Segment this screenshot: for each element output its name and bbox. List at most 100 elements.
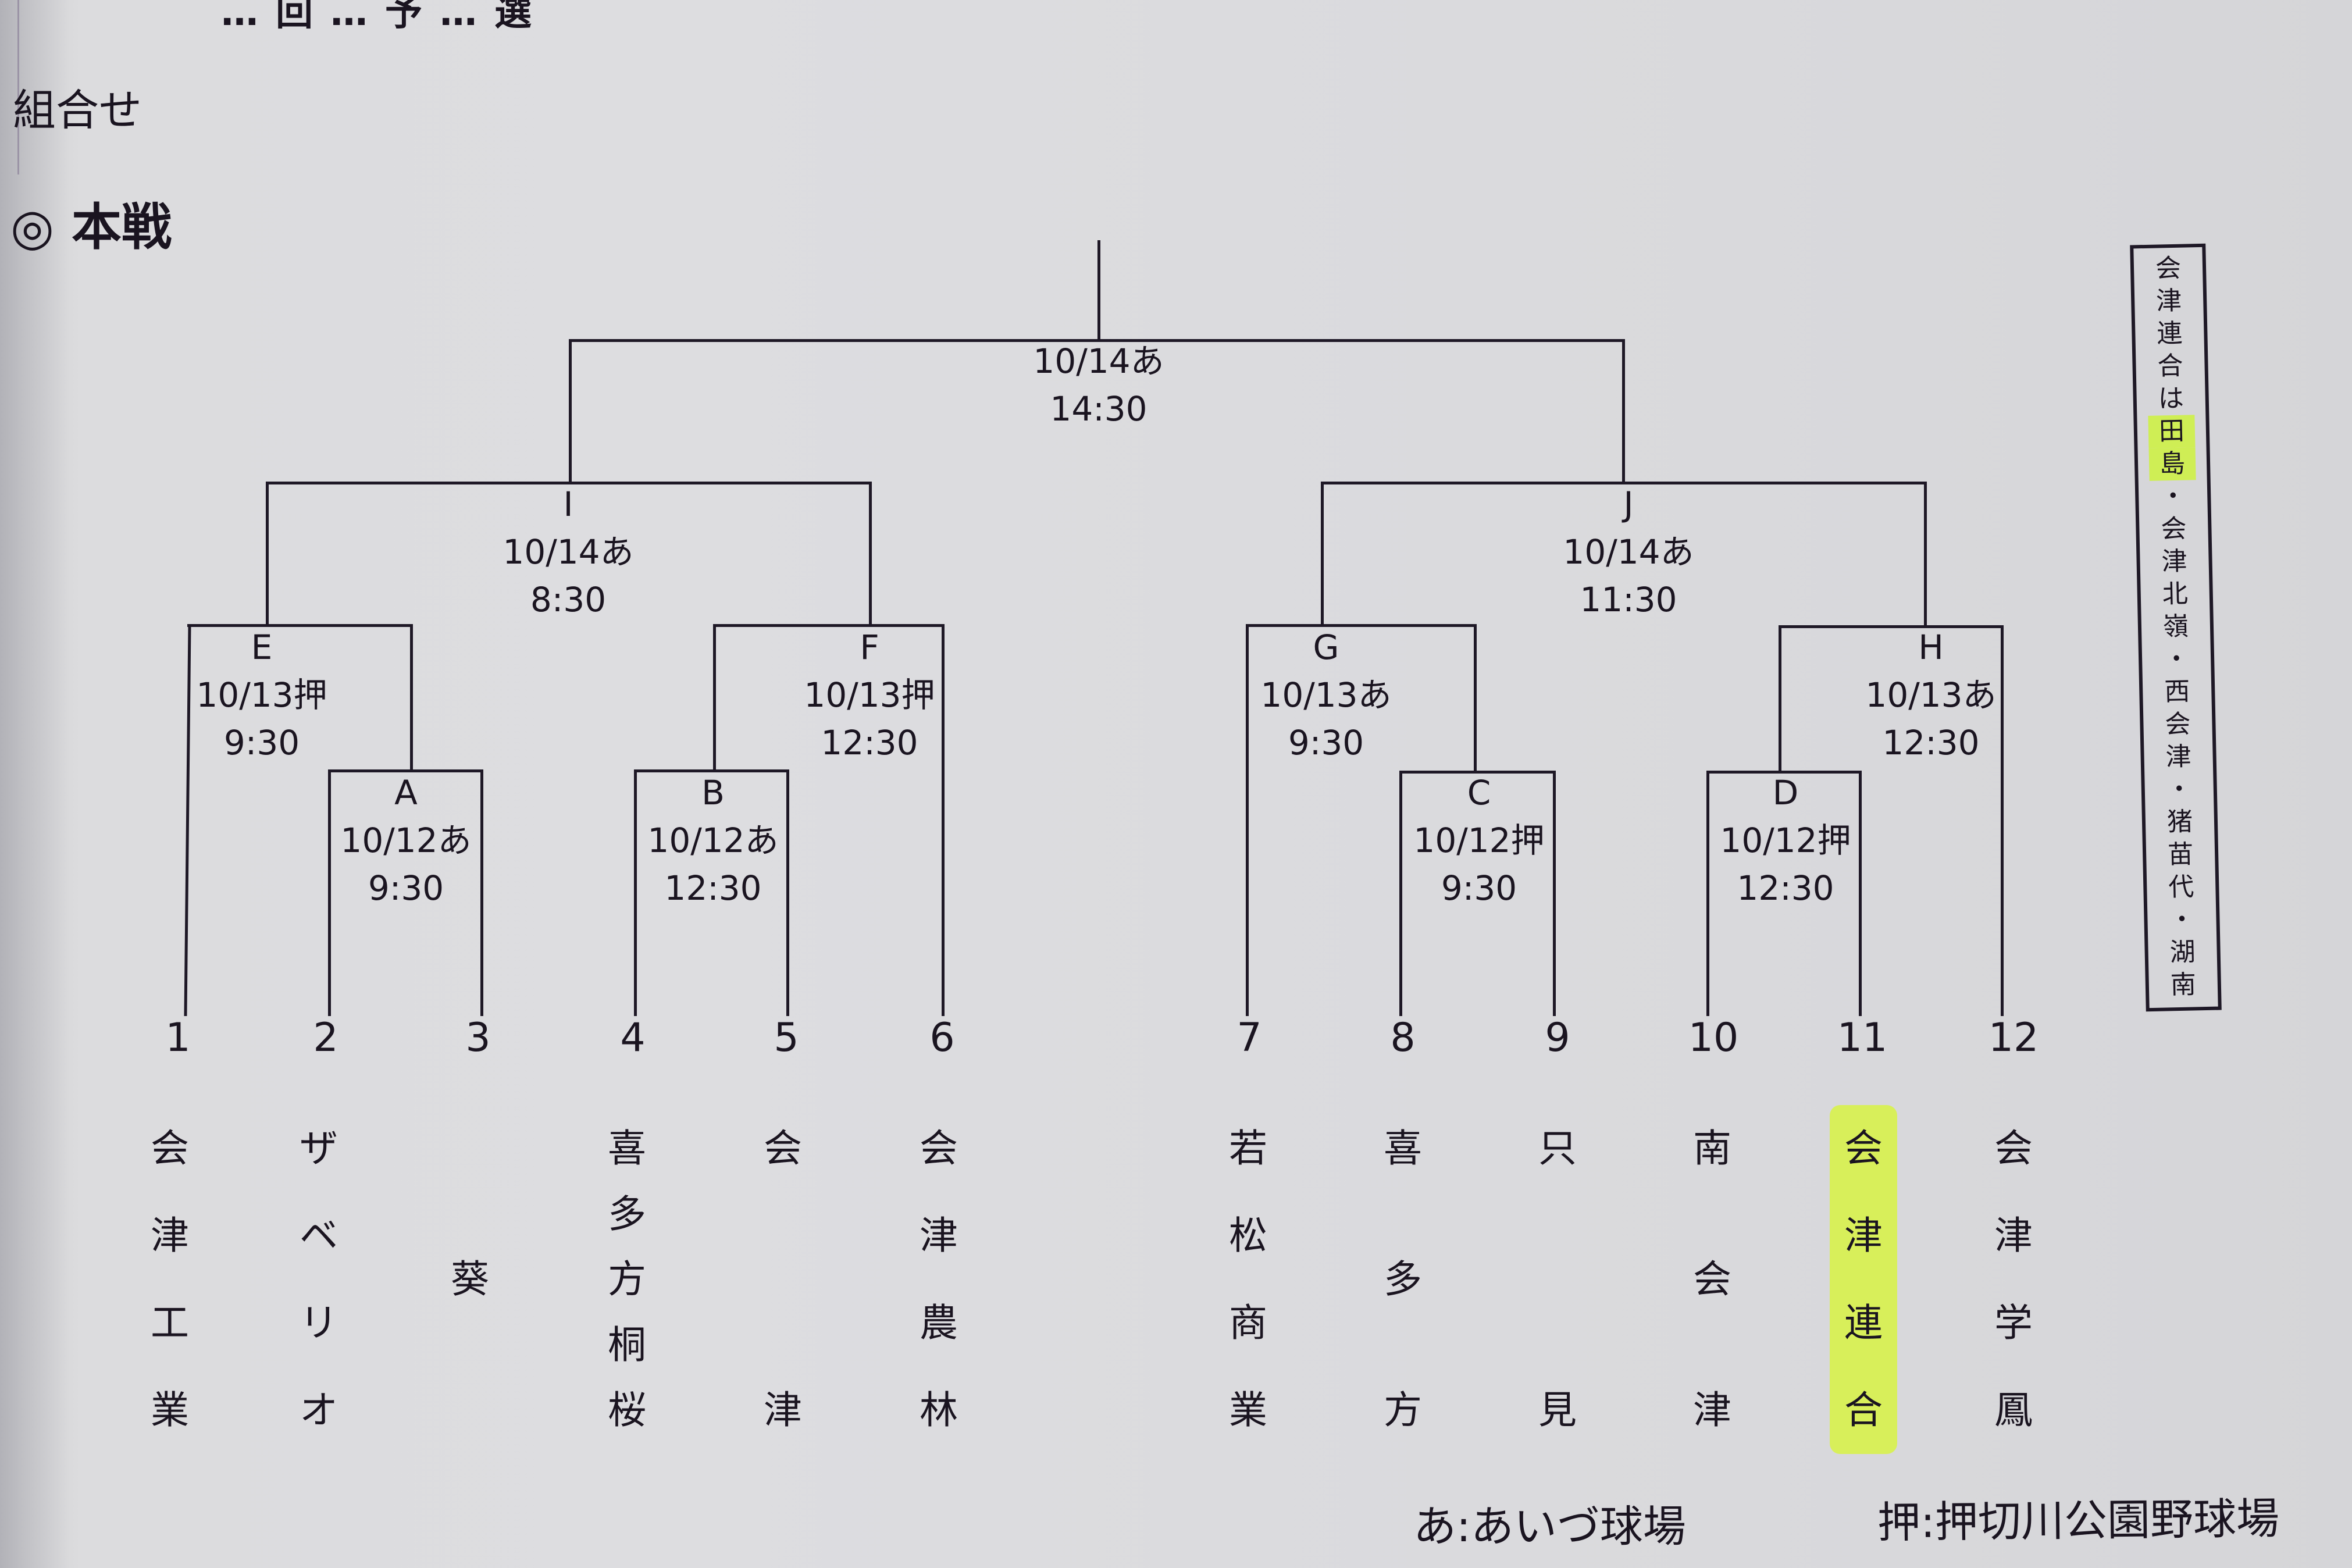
- match-id: J: [1623, 484, 1634, 524]
- team-name-highlighted: 会 津 連 合: [1830, 1105, 1897, 1454]
- seed-number: 11: [1837, 1015, 1888, 1061]
- match-date: 10/14あ: [1563, 532, 1694, 572]
- semi-j-left: [1321, 482, 1324, 625]
- r1-a-right: [480, 769, 483, 1016]
- highlighted-char: 田: [2148, 415, 2196, 448]
- seed-number: 6: [929, 1015, 955, 1061]
- section-main-tournament: ◎ 本戦: [10, 198, 172, 256]
- binding-shadow: [0, 0, 70, 1568]
- match-date: 10/14あ: [503, 532, 634, 572]
- r1-c-bar: [1402, 771, 1554, 774]
- match-id: F: [860, 628, 879, 667]
- match-id: B: [701, 773, 725, 812]
- final-stem: [1097, 240, 1100, 340]
- team-name: 喜 多 方: [1384, 1126, 1422, 1432]
- team-name: 会 津 学 鳳: [1994, 1126, 2033, 1432]
- team-name: 葵: [451, 1257, 489, 1302]
- seed-number: 5: [774, 1015, 799, 1061]
- seed-number: 1: [165, 1015, 191, 1061]
- seed-number: 2: [313, 1015, 338, 1061]
- match-b: B 10/12あ 12:30: [647, 769, 778, 912]
- seed-number: 9: [1545, 1015, 1570, 1061]
- qf-f-bar: [714, 624, 944, 627]
- legend-aizu-stadium: あ:あいづ球場: [1413, 1502, 1686, 1552]
- final-left-drop: [569, 339, 572, 483]
- match-i: I 10/14あ 8:30: [503, 480, 633, 623]
- r1-d-left: [1706, 771, 1709, 1016]
- team-name: 只 見: [1538, 1126, 1577, 1432]
- match-time: 11:30: [1580, 580, 1677, 619]
- r1-b-left: [634, 769, 637, 1016]
- match-time: 8:30: [530, 580, 607, 619]
- match-time: 9:30: [368, 868, 444, 908]
- semi-i-right: [869, 482, 872, 625]
- team-name: ザ ベ リ オ: [300, 1126, 338, 1432]
- team-name: 会 津 工 業: [151, 1126, 189, 1432]
- combined-team-note: 会 津 連 合 は 田 島 ・ 会 津 北 嶺 ・ 西 会 津 ・ 猪 苗 代 …: [2130, 243, 2222, 1012]
- r1-b-right: [786, 769, 789, 1016]
- match-final: 10/14あ 14:30: [1033, 337, 1164, 433]
- match-time: 12:30: [821, 723, 918, 762]
- qf-g-bar: [1247, 624, 1476, 627]
- previous-page-edge: [0, 0, 19, 174]
- match-e: E 10/13押 9:30: [196, 623, 327, 767]
- qf-e-bar: [187, 624, 412, 627]
- match-c: C 10/12押 9:30: [1413, 769, 1544, 912]
- qf-h-bar: [1780, 625, 2003, 628]
- semi-j-bar: [1322, 482, 1926, 484]
- match-date: 10/14あ: [1033, 341, 1164, 381]
- match-id: I: [563, 484, 573, 524]
- r1-c-right: [1553, 771, 1556, 1016]
- qf-f-left: [713, 624, 716, 771]
- qf-h-right: [2001, 625, 2004, 1016]
- match-id: H: [1918, 628, 1944, 667]
- match-id: G: [1313, 628, 1339, 667]
- r1-a-left: [328, 769, 331, 1016]
- match-f: F 10/13押 12:30: [804, 623, 935, 767]
- semi-j-right: [1924, 482, 1927, 625]
- match-h: H 10/13あ 12:30: [1865, 623, 1996, 767]
- highlighted-char: 島: [2148, 447, 2196, 481]
- seed-number: 10: [1688, 1015, 1739, 1061]
- r1-c-left: [1399, 771, 1402, 1016]
- seed-number: 7: [1236, 1015, 1262, 1061]
- final-right-drop: [1622, 339, 1625, 483]
- team-name: 若 松 商 業: [1229, 1126, 1267, 1432]
- seed-number: 8: [1390, 1015, 1416, 1061]
- match-d: D 10/12押 12:30: [1720, 769, 1851, 912]
- r1-d-bar: [1709, 771, 1861, 774]
- match-date: 10/12あ: [340, 821, 472, 860]
- match-g: G 10/13あ 9:30: [1260, 623, 1391, 767]
- match-j: J 10/14あ 11:30: [1563, 480, 1694, 623]
- match-id: A: [394, 773, 418, 812]
- r1-a-bar: [330, 769, 483, 772]
- match-time: 12:30: [1737, 868, 1834, 908]
- match-id: E: [251, 628, 273, 667]
- match-time: 9:30: [223, 723, 300, 762]
- heading-pairings: 組合せ: [13, 85, 142, 136]
- qf-f-right: [942, 624, 945, 1016]
- r1-b-bar: [636, 769, 789, 772]
- match-id: D: [1772, 773, 1799, 812]
- legend-oshikirigawa-stadium: 押:押切川公園野球場: [1877, 1494, 2280, 1548]
- r1-d-right: [1859, 771, 1862, 1016]
- team-name: 会 津 農 林: [920, 1126, 958, 1432]
- match-date: 10/12押: [1413, 821, 1545, 860]
- team-name: 喜 多 方 桐 桜: [608, 1126, 646, 1432]
- qf-g-right: [1474, 624, 1477, 771]
- match-time: 12:30: [664, 868, 762, 908]
- team-name: 会 津: [764, 1126, 802, 1432]
- match-time: 14:30: [1050, 389, 1148, 429]
- match-a: A 10/12あ 9:30: [340, 769, 471, 912]
- team-name: 南 会 津: [1693, 1126, 1731, 1432]
- qf-h-left: [1779, 625, 1781, 772]
- semi-i-left: [266, 482, 269, 625]
- seed-number: 3: [465, 1015, 491, 1061]
- final-bar: [570, 339, 1624, 342]
- match-date: 10/12押: [1720, 821, 1851, 860]
- match-time: 12:30: [1882, 723, 1980, 762]
- match-id: C: [1467, 773, 1491, 812]
- seed-number: 12: [1988, 1015, 2039, 1061]
- qf-e-left: [184, 623, 191, 1017]
- cropped-title: …回…予…選: [221, 0, 549, 34]
